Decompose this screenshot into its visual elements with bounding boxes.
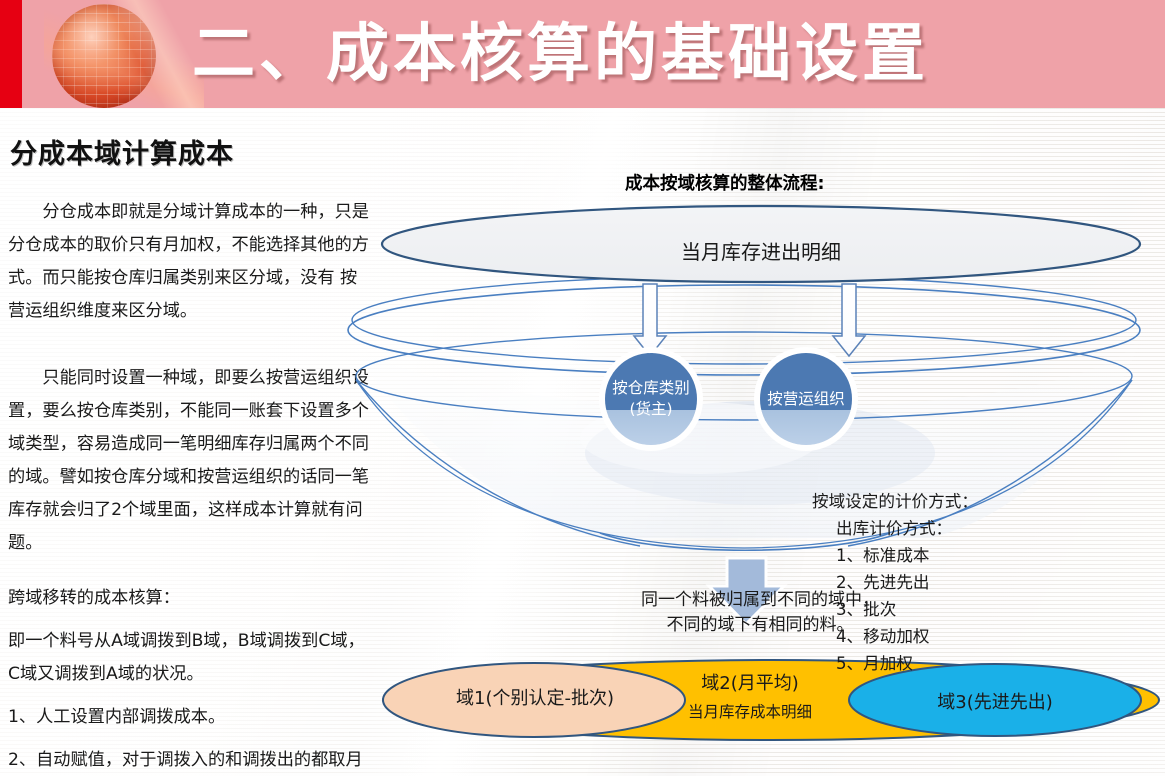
pricing-item-2: 2、先进先出 xyxy=(836,573,930,592)
funnel-rim-outer xyxy=(347,284,1141,376)
process-diagram: 成本按域核算的整体流程: 当月库存进出明细 按仓库类别(货主) 按营运组织 同一… xyxy=(0,108,1165,776)
paragraph-1: 分仓成本即就是分域计算成本的一种，只是分仓成本的取价只有月加权，不能选择其他的方… xyxy=(8,202,369,321)
diagram-title: 成本按域核算的整体流程: xyxy=(625,174,825,194)
funnel-bottom-curve-wide xyxy=(355,379,1133,549)
arrow-down-right xyxy=(831,283,867,358)
funnel-side-right xyxy=(847,379,1133,547)
header-accent-bar xyxy=(0,0,22,108)
domain3-label: 域3(先进先出) xyxy=(937,692,1053,713)
pricing-method-list: 按域设定的计价方式： 出库计价方式： 1、标准成本 2、先进先出 3、批次 4、… xyxy=(812,488,978,677)
pricing-item-1: 1、标准成本 xyxy=(836,546,930,565)
funnel-rim-inner xyxy=(351,275,1137,365)
paragraph-4: 即一个料号从A域调拨到B域，B域调拨到C域，C域又调拨到A域的状况。 xyxy=(8,631,365,684)
node-warehouse-category[interactable]: 按仓库类别(货主) xyxy=(605,353,697,445)
pricing-item-5: 5、月加权 xyxy=(836,654,913,673)
globe-sweep-shape xyxy=(44,0,204,108)
left-text-column: 分仓成本即就是分域计算成本的一种，只是分仓成本的取价只有月加权，不能选择其他的方… xyxy=(8,196,370,776)
top-ellipse xyxy=(380,204,1142,284)
paragraph-5: 1、人工设置内部调拨成本。 xyxy=(8,707,226,727)
pricing-heading: 按域设定的计价方式： xyxy=(812,492,978,511)
pricing-subheading: 出库计价方式： xyxy=(836,519,953,538)
domain2-label: 域2(月平均) xyxy=(701,673,799,694)
arrow-down-big xyxy=(705,556,788,627)
node-operating-org[interactable]: 按营运组织 xyxy=(760,353,852,445)
funnel-mid-ellipse xyxy=(355,331,1133,421)
pricing-item-4: 4、移动加权 xyxy=(836,627,930,646)
section-heading: 分成本域计算成本 xyxy=(10,139,234,170)
diagram-vector-layer xyxy=(347,204,1160,741)
top-ellipse-label: 当月库存进出明细 xyxy=(681,240,841,264)
paragraph-6: 2、自动赋值，对于调拨入的和调拨出的都取月平均或最近一笔非调拨的成本单价。 xyxy=(8,750,363,770)
pricing-item-3: 3、批次 xyxy=(836,600,897,619)
arrow-down-left xyxy=(632,283,668,358)
page-title: 二、成本核算的基础设置 xyxy=(192,17,929,90)
middle-note: 同一个料被归属到不同的域中， 不同的域下有相同的料。 xyxy=(560,588,960,638)
funnel-side-left xyxy=(355,379,641,547)
funnel-bottom-curve xyxy=(599,532,891,552)
globe-icon xyxy=(22,0,204,108)
slide-header: 二、成本核算的基础设置 xyxy=(0,0,1165,108)
funnel-body xyxy=(348,330,1141,538)
paragraph-2: 只能同时设置一种域，即要么按营运组织设置，要么按仓库类别，不能同一账套下设置多个… xyxy=(8,368,369,553)
paragraph-3: 跨域移转的成本核算： xyxy=(8,588,180,608)
middle-note-line-2: 不同的域下有相同的料。 xyxy=(666,615,854,635)
domain3-ellipse xyxy=(848,663,1142,737)
domain2-sublabel: 当月库存成本明细 xyxy=(687,703,812,721)
domain1-ellipse xyxy=(382,662,686,738)
middle-note-line-1: 同一个料被归属到不同的域中， xyxy=(641,590,879,610)
domain1-label: 域1(个别认定-批次) xyxy=(456,688,614,709)
node-operating-org-label: 按营运组织 xyxy=(767,389,845,408)
node-warehouse-category-label: 按仓库类别(货主) xyxy=(612,379,690,418)
